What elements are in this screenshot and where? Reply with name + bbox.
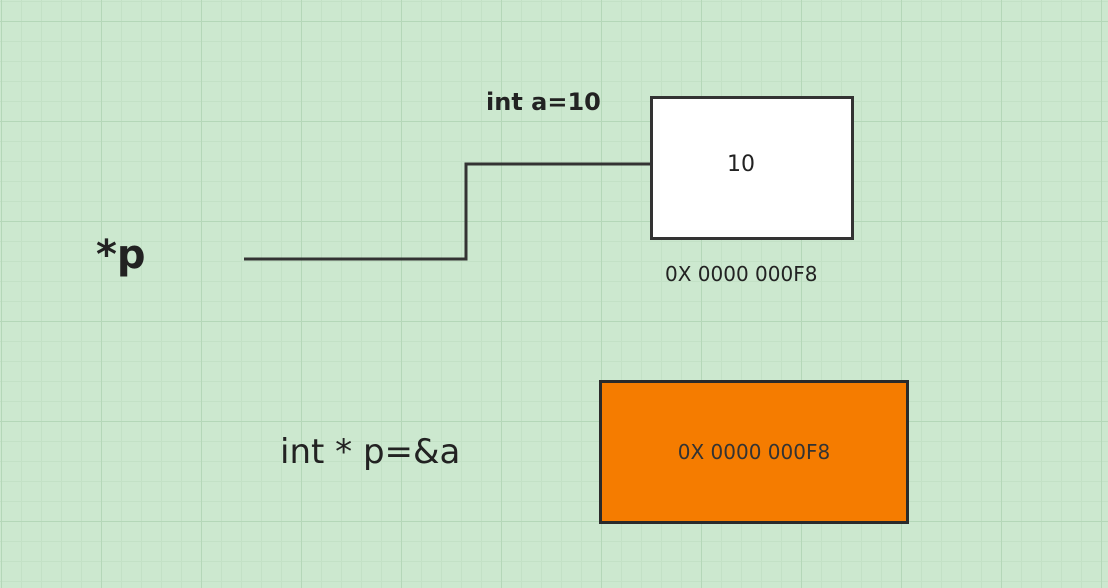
- pointer-label: *p: [96, 232, 146, 278]
- variable-a-value: 10: [727, 152, 755, 177]
- pointer-stored-address: 0X 0000 000F8: [677, 440, 831, 464]
- variable-a-memory-box: [650, 96, 854, 240]
- pointer-declaration: int * p=&a: [280, 432, 461, 472]
- pointer-memory-box: 0X 0000 000F8: [599, 380, 909, 524]
- variable-a-address: 0X 0000 000F8: [665, 262, 818, 286]
- pointer-arrow-line: [244, 162, 662, 261]
- variable-a-declaration: int a=10: [486, 88, 601, 116]
